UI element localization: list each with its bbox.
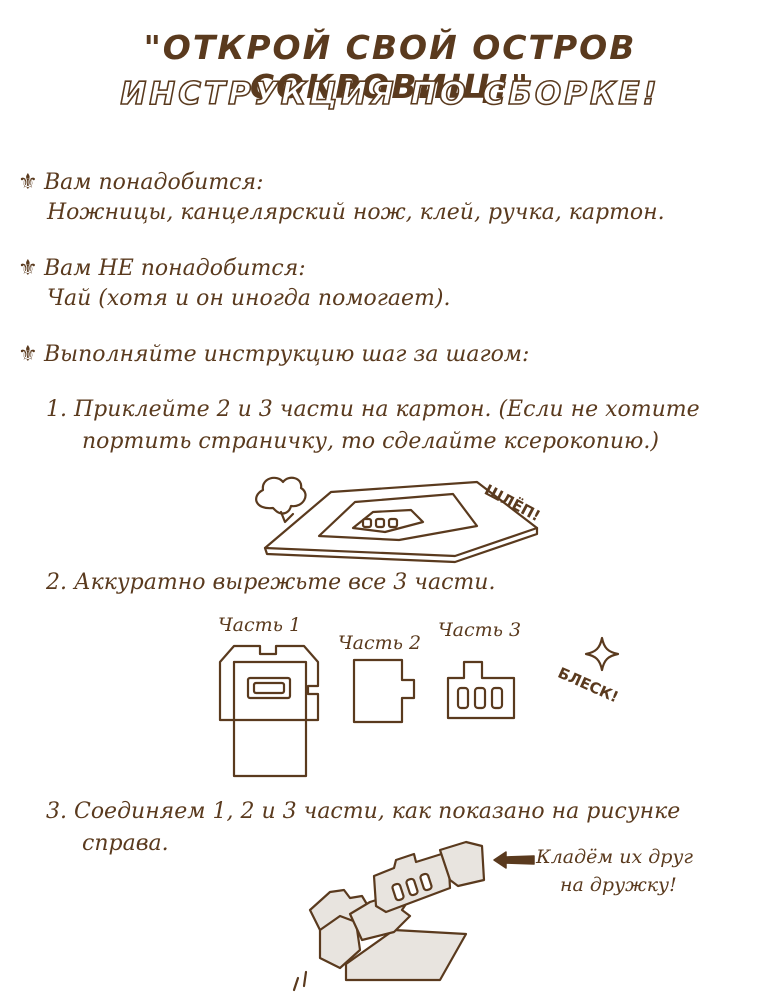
fleur-de-lis-icon: ⚜	[18, 170, 38, 195]
fleur-de-lis-icon: ⚜	[18, 342, 38, 367]
part-2-label: Часть 2	[338, 632, 422, 654]
fleur-de-lis-icon: ⚜	[18, 256, 38, 281]
step-2-line1: 2. Аккуратно вырежьте все 3 части.	[46, 570, 496, 595]
part-3-drawing	[446, 660, 516, 720]
step-1-line1: 1. Приклейте 2 и 3 части на картон. (Есл…	[46, 397, 700, 422]
sparkle-icon	[584, 636, 620, 672]
arrow-icon	[493, 851, 535, 869]
poof-cloud	[255, 476, 307, 515]
step-3-line1: 3. Соединяем 1, 2 и 3 части, как показан…	[46, 799, 681, 824]
assembly-base	[344, 928, 468, 982]
note-line-2: на дружку!	[560, 874, 677, 896]
assembly-illustration	[292, 840, 486, 992]
step-3: 3. Соединяем 1, 2 и 3 части, как показан…	[46, 796, 766, 860]
not-needed-heading: Вам НЕ понадобится:	[44, 256, 306, 281]
page-subtitle: ИНСТРУКЦИЯ ПО СБОРКЕ!	[120, 75, 660, 113]
needed-heading: Вам понадобится:	[44, 170, 264, 195]
step-2: 2. Аккуратно вырежьте все 3 части.	[46, 567, 766, 599]
note-line-1: Кладём их друг	[536, 846, 694, 868]
steps-section: ⚜Выполняйте инструкцию шаг за шагом:	[18, 340, 529, 370]
steps-heading: Выполняйте инструкцию шаг за шагом:	[44, 342, 530, 367]
needed-section: ⚜Вам понадобится:	[18, 168, 263, 198]
needed-text: Ножницы, канцелярский нож, клей, ручка, …	[47, 200, 665, 225]
step-1: 1. Приклейте 2 и 3 части на картон. (Есл…	[46, 394, 766, 458]
step-3-line2: справа.	[82, 831, 169, 856]
part-2-drawing	[352, 658, 416, 724]
glue-illustration	[255, 476, 539, 564]
part-1-label: Часть 1	[218, 614, 302, 636]
not-needed-section: ⚜Вам НЕ понадобится:	[18, 254, 306, 284]
step-1-line2: портить страничку, то сделайте ксерокопи…	[82, 429, 659, 454]
page-title: "ОТКРОЙ СВОЙ ОСТРОВ СОКРОВИЩ!"	[143, 28, 637, 106]
part-1-drawing	[218, 644, 320, 778]
part-3-label: Часть 3	[438, 619, 522, 641]
not-needed-text: Чай (хотя и он иногда помогает).	[47, 286, 451, 311]
